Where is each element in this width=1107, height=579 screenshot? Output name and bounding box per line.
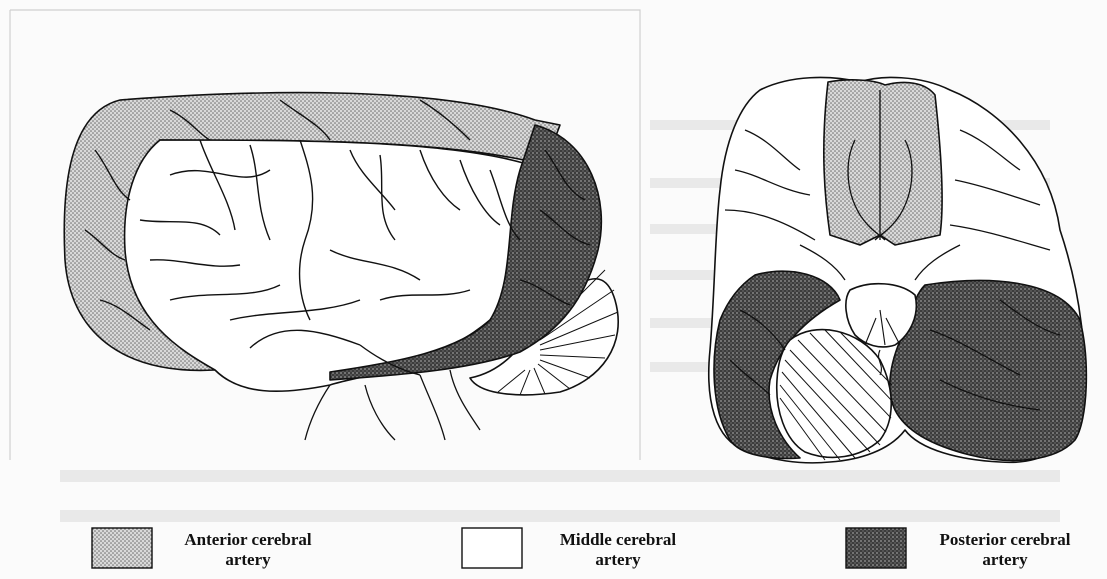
posterior-swatch xyxy=(846,528,906,568)
anterior-swatch xyxy=(92,528,152,568)
ventral-posterior-right xyxy=(890,281,1087,461)
legend-anterior-label: Anterior cerebral artery xyxy=(158,530,338,570)
middle-swatch xyxy=(462,528,522,568)
ventral-brain-view xyxy=(709,77,1087,462)
legend-posterior-line1: Posterior cerebral xyxy=(910,530,1100,550)
lateral-brain-view xyxy=(64,93,618,440)
legend-middle-line2: artery xyxy=(528,550,708,570)
legend-anterior-line1: Anterior cerebral xyxy=(158,530,338,550)
legend-middle-label: Middle cerebral artery xyxy=(528,530,708,570)
ventral-anterior-territory xyxy=(824,80,942,245)
legend-posterior-line2: artery xyxy=(910,550,1100,570)
legend-middle-line1: Middle cerebral xyxy=(528,530,708,550)
legend-posterior-label: Posterior cerebral artery xyxy=(910,530,1100,570)
legend-anterior-line2: artery xyxy=(158,550,338,570)
